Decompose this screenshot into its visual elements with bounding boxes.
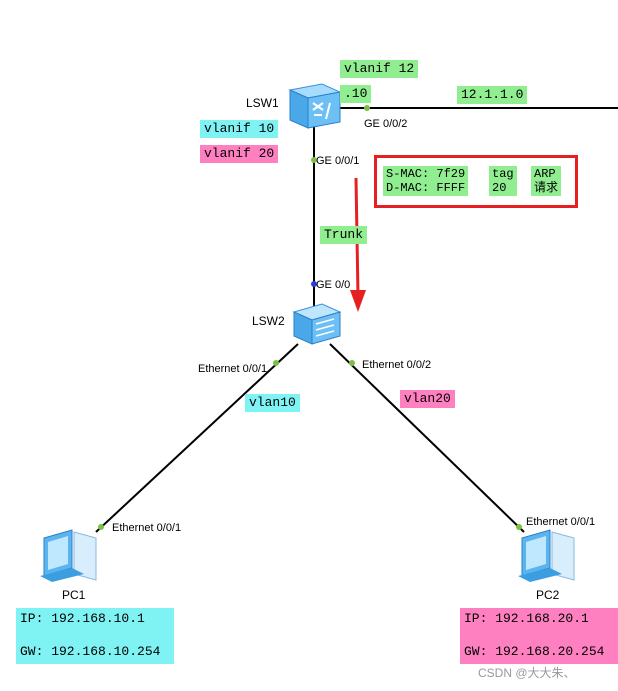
frame-arp-cell: ARP 请求 (531, 166, 562, 196)
port-dot-lsw2-eth001 (273, 360, 279, 366)
vlan10-tag: vlan10 (245, 394, 300, 412)
pc2-computer-icon (518, 529, 575, 582)
port-dot-lsw2-ge00 (311, 281, 317, 287)
lsw1-ge001-label: GE 0/0/1 (316, 155, 360, 167)
pc1-label: PC1 (62, 588, 86, 602)
link-lsw2-pc2 (329, 343, 525, 533)
pc1-gw: GW: 192.168.10.254 (20, 644, 161, 659)
network-12-tag: 12.1.1.0 (457, 86, 528, 104)
lsw1-label: LSW1 (246, 96, 279, 110)
dot10-tag: .10 (340, 85, 372, 103)
frame-tag-value: 20 (492, 181, 507, 195)
frame-arp-label: ARP (534, 167, 556, 181)
pc2-ip-box: IP: 192.168.20.1 GW: 192.168.20.254 (460, 608, 618, 664)
pc2-ip: IP: 192.168.20.1 (464, 611, 589, 626)
arp-direction-arrow (350, 177, 366, 312)
lsw1-ge002-label: GE 0/0/2 (364, 118, 408, 130)
trunk-tag: Trunk (320, 226, 368, 244)
port-dot-pc2-eth001 (516, 524, 522, 530)
lsw2-eth002-label: Ethernet 0/0/2 (362, 359, 432, 371)
lsw2-ge00-label: GE 0/0 (316, 279, 351, 291)
port-dot-pc1-eth001 (98, 524, 104, 530)
port-dot-lsw1-ge002 (364, 105, 370, 111)
pc2-eth001-label: Ethernet 0/0/1 (526, 516, 596, 528)
pc1-computer-icon (40, 529, 97, 582)
vlan20-tag: vlan20 (400, 390, 455, 408)
frame-mac-cell: S-MAC: 7f29 D-MAC: FFFF (383, 166, 469, 196)
frame-tag-label: tag (492, 167, 514, 181)
pc1-eth001-label: Ethernet 0/0/1 (112, 522, 182, 534)
frame-tag-cell: tag 20 (489, 166, 517, 196)
watermark: CSDN @大大朱、 (478, 666, 576, 680)
frame-dmac: D-MAC: FFFF (386, 181, 466, 195)
frame-smac: S-MAC: 7f29 (386, 167, 466, 181)
lsw1-switch-icon (288, 83, 342, 129)
lsw2-eth001-label: Ethernet 0/0/1 (198, 363, 268, 375)
pc1-ip-box: IP: 192.168.10.1 GW: 192.168.10.254 (16, 608, 174, 664)
vlanif10-tag: vlanif 10 (200, 120, 279, 138)
vlanif12-tag: vlanif 12 (340, 60, 419, 78)
pc1-ip: IP: 192.168.10.1 (20, 611, 145, 626)
vlanif20-tag: vlanif 20 (200, 145, 279, 163)
pc2-gw: GW: 192.168.20.254 (464, 644, 605, 659)
pc2-label: PC2 (536, 588, 560, 602)
arp-frame-box: S-MAC: 7f29 D-MAC: FFFF tag 20 ARP 请求 (374, 155, 578, 208)
port-dot-lsw1-ge001 (311, 157, 317, 163)
frame-arp-request: 请求 (534, 181, 559, 195)
port-dot-lsw2-eth002 (349, 360, 355, 366)
link-lsw2-pc1 (95, 343, 299, 533)
lsw2-switch-icon (292, 303, 342, 345)
lsw2-label: LSW2 (252, 314, 285, 328)
